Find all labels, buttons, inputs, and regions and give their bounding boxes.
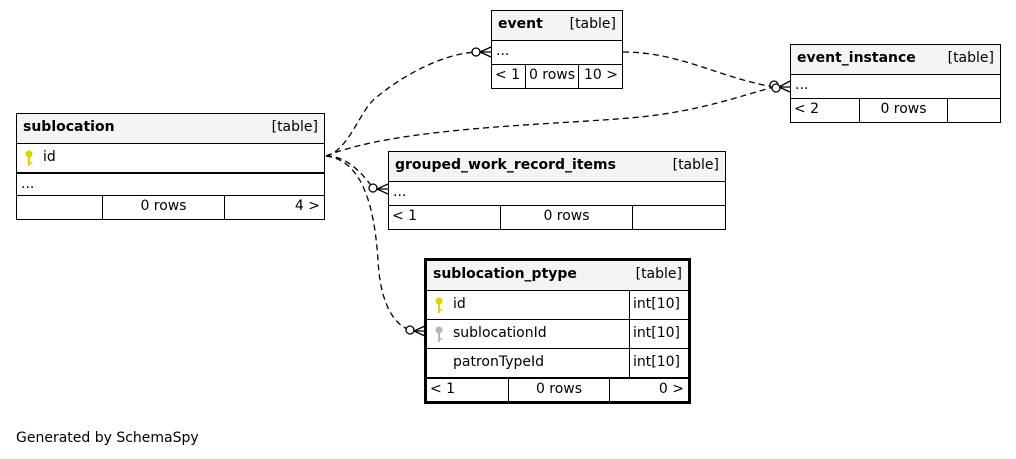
table-name: sublocation_ptype bbox=[433, 266, 577, 282]
crowfoot-grouped-work bbox=[376, 183, 389, 195]
optional-marker-event-instance-b bbox=[771, 83, 781, 93]
optional-marker-event bbox=[471, 47, 481, 57]
column-name: patronTypeId bbox=[453, 354, 545, 370]
table-name: event bbox=[498, 16, 543, 32]
relationship-sublocation-grouped-work bbox=[325, 155, 374, 189]
crowfoot-sublocation-ptype bbox=[413, 325, 426, 337]
column-name: id bbox=[453, 296, 466, 312]
table-kind: [table] bbox=[672, 157, 719, 173]
table-kind: [table] bbox=[271, 119, 318, 135]
table-header: grouped_work_record_items [table] bbox=[389, 152, 725, 182]
row-count: 0 rows bbox=[103, 196, 225, 219]
column-row-patrontypeid[interactable]: patronTypeId int[10] bbox=[427, 349, 688, 378]
parents-count[interactable] bbox=[17, 196, 103, 219]
primary-key-icon bbox=[25, 150, 33, 166]
table-footer: < 1 0 rows bbox=[389, 206, 725, 229]
table-header: event [table] bbox=[492, 11, 622, 41]
table-event-instance[interactable]: event_instance [table] ... < 2 0 rows bbox=[790, 44, 1001, 123]
relationship-sublocation-event bbox=[325, 51, 477, 157]
primary-key-icon bbox=[435, 297, 443, 313]
column-type: int[10] bbox=[629, 320, 688, 348]
parents-count[interactable]: < 1 bbox=[427, 379, 509, 401]
table-footer: < 1 0 rows 10 > bbox=[492, 65, 622, 88]
table-header: sublocation_ptype [table] bbox=[427, 261, 688, 291]
children-count[interactable]: 0 > bbox=[658, 381, 684, 397]
table-event[interactable]: event [table] ... < 1 0 rows 10 > bbox=[491, 10, 623, 89]
more-columns-ellipsis: ... bbox=[496, 43, 510, 59]
relationship-sublocation-event-instance bbox=[325, 86, 775, 157]
more-columns-row: ... bbox=[791, 75, 1000, 99]
optional-marker-grouped-work bbox=[368, 183, 378, 193]
more-columns-ellipsis: ... bbox=[21, 176, 35, 192]
table-kind: [table] bbox=[947, 50, 994, 66]
children-count[interactable] bbox=[633, 206, 725, 229]
row-count: 0 rows bbox=[501, 206, 633, 229]
column-row-id[interactable]: id bbox=[17, 144, 324, 174]
table-name: grouped_work_record_items bbox=[395, 157, 616, 173]
crowfoot-event bbox=[479, 46, 492, 58]
more-columns-ellipsis: ... bbox=[795, 77, 809, 93]
column-row-id[interactable]: id int[10] bbox=[427, 291, 688, 320]
crowfoot-event-instance bbox=[778, 80, 791, 93]
table-kind: [table] bbox=[635, 266, 682, 282]
table-sublocation[interactable]: sublocation [table] id ... 0 rows 4 > bbox=[16, 113, 325, 220]
row-count: 0 rows bbox=[526, 65, 579, 88]
row-count: 0 rows bbox=[860, 99, 948, 122]
table-grouped-work-record-items[interactable]: grouped_work_record_items [table] ... < … bbox=[388, 151, 726, 230]
row-count: 0 rows bbox=[509, 379, 610, 401]
optional-marker-sublocation-ptype bbox=[405, 325, 415, 335]
table-sublocation-ptype[interactable]: sublocation_ptype [table] id int[10] sub… bbox=[424, 258, 691, 404]
relationship-event-event-instance bbox=[622, 51, 775, 88]
foreign-key-icon bbox=[435, 326, 443, 342]
more-columns-ellipsis: ... bbox=[393, 184, 407, 200]
column-type: int[10] bbox=[629, 349, 688, 377]
more-columns-row: ... bbox=[492, 41, 622, 65]
parents-count[interactable]: < 1 bbox=[389, 206, 501, 229]
table-header: event_instance [table] bbox=[791, 45, 1000, 75]
column-name: id bbox=[43, 149, 56, 165]
column-name: sublocationId bbox=[453, 325, 547, 341]
table-footer: 0 rows 4 > bbox=[17, 196, 324, 219]
table-name: sublocation bbox=[23, 119, 115, 135]
table-kind: [table] bbox=[569, 16, 616, 32]
relationship-sublocation-sublocation-ptype bbox=[325, 155, 411, 331]
table-footer: < 2 0 rows bbox=[791, 99, 1000, 122]
parents-count[interactable]: < 2 bbox=[791, 99, 860, 122]
children-count[interactable] bbox=[948, 99, 1000, 122]
more-columns-row: ... bbox=[389, 182, 725, 206]
parents-count[interactable]: < 1 bbox=[492, 65, 526, 88]
column-row-sublocationid[interactable]: sublocationId int[10] bbox=[427, 320, 688, 349]
children-count[interactable]: 4 > bbox=[294, 198, 320, 214]
table-name: event_instance bbox=[797, 50, 916, 66]
table-header: sublocation [table] bbox=[17, 114, 324, 144]
table-footer: < 1 0 rows 0 > bbox=[427, 378, 688, 401]
generated-by-credit: Generated by SchemaSpy bbox=[16, 430, 199, 446]
children-count[interactable]: 10 > bbox=[584, 67, 618, 83]
more-columns-row: ... bbox=[17, 174, 324, 196]
column-type: int[10] bbox=[629, 291, 688, 319]
